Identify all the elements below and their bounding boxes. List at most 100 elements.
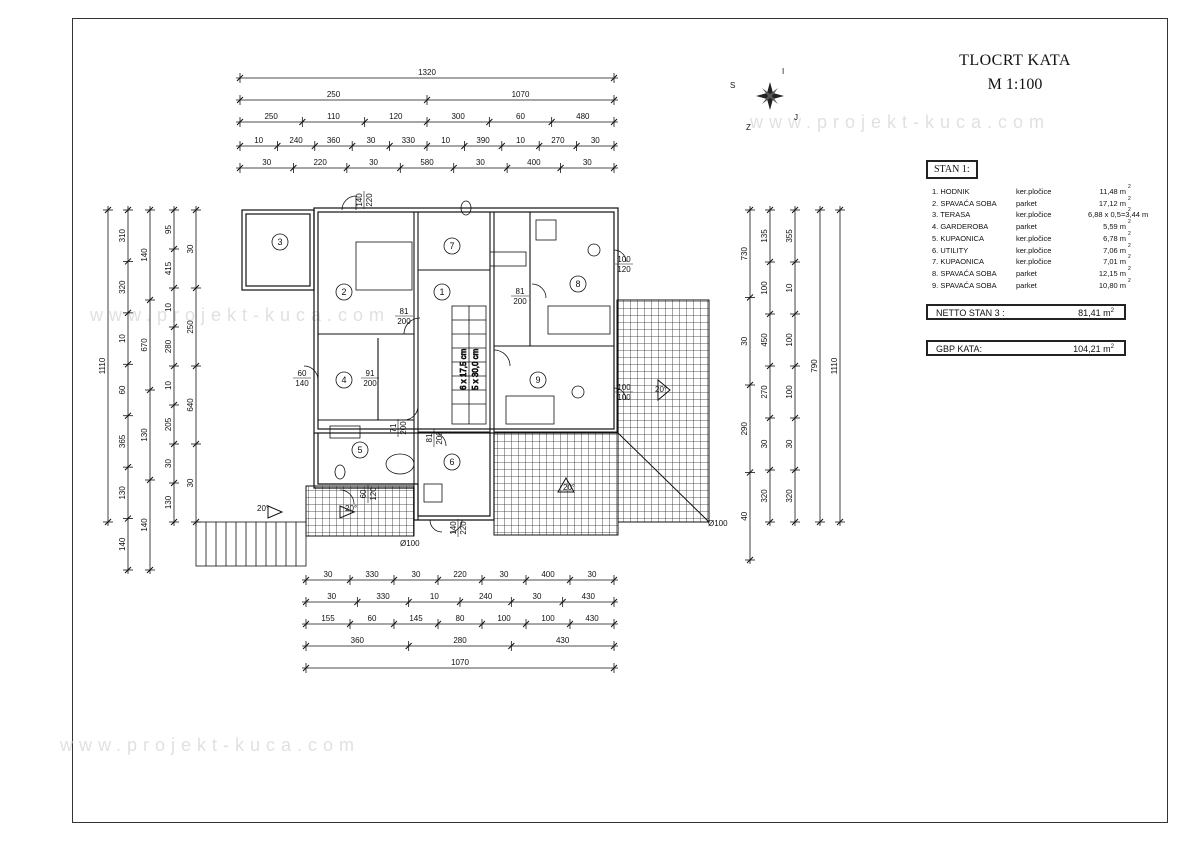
left-dimension-chain: 1110 bbox=[98, 206, 113, 526]
dimension-label: 400 bbox=[541, 570, 555, 579]
room-area-unit: 2 bbox=[1128, 219, 1131, 226]
door-height: 220 bbox=[365, 193, 374, 207]
room-area: 11,48 m bbox=[1099, 187, 1126, 196]
dimension-label: 10 bbox=[254, 136, 263, 145]
dimension-label: 95 bbox=[164, 225, 173, 234]
door-height: 200 bbox=[397, 317, 411, 326]
dimension-label: 30 bbox=[369, 158, 378, 167]
room-area: 6,78 m bbox=[1103, 233, 1126, 243]
dimension-label: 320 bbox=[785, 489, 794, 503]
room-area-unit: 2 bbox=[1128, 184, 1131, 190]
bathtub-icon bbox=[385, 453, 415, 475]
door-height: 200 bbox=[435, 431, 444, 445]
dimension-label: 270 bbox=[760, 385, 769, 399]
dimension-label: 1110 bbox=[830, 357, 839, 374]
door-width: 71 bbox=[389, 423, 398, 432]
dimension-label: 140 bbox=[118, 537, 127, 551]
top-dimension-chain: 1320 bbox=[236, 68, 618, 83]
door-width: 140 bbox=[449, 521, 458, 535]
dimension-label: 290 bbox=[740, 422, 749, 436]
room-number: 4 bbox=[341, 375, 346, 385]
dimension-label: 10 bbox=[441, 136, 450, 145]
dimension-label: 270 bbox=[551, 136, 565, 145]
room-number-marker: 5 bbox=[351, 441, 369, 459]
dimension-label: 30 bbox=[533, 592, 542, 601]
room-number-marker: 6 bbox=[443, 453, 461, 471]
right-dimension-chain: 1110 bbox=[830, 206, 845, 526]
room-floor: ker.pločice bbox=[1016, 210, 1052, 220]
roof-tile-area bbox=[493, 431, 619, 536]
room-name: 8. SPAVAĆA SOBA bbox=[932, 268, 997, 278]
right-dimension-chain: 790 bbox=[810, 206, 825, 526]
dimension-label: 30 bbox=[500, 570, 509, 579]
dimension-label: 30 bbox=[583, 158, 592, 167]
room-area-unit: 2 bbox=[1128, 265, 1131, 272]
slope-label: 20° bbox=[655, 385, 667, 394]
interior-walls bbox=[318, 212, 614, 520]
dimension-label: 640 bbox=[186, 398, 195, 412]
room-number: 5 bbox=[357, 445, 362, 455]
staircase: 6 x 17,5 cm 5 x 30,0 cm bbox=[451, 305, 487, 425]
door-height: 200 bbox=[399, 421, 408, 435]
dimension-label: 60 bbox=[516, 112, 525, 121]
room-name: 7. KUPAONICA bbox=[932, 257, 984, 267]
gbp-value: 104,21 m2 bbox=[1073, 344, 1114, 354]
dimension-label: 100 bbox=[760, 281, 769, 295]
dimension-label: 140 bbox=[140, 248, 149, 262]
dimension-label: 360 bbox=[351, 636, 365, 645]
dimension-label: 100 bbox=[497, 614, 511, 623]
dimension-label: 30 bbox=[476, 158, 485, 167]
dimension-label: 100 bbox=[785, 333, 794, 347]
dimension-label: 30 bbox=[366, 136, 375, 145]
shower-icon bbox=[535, 219, 557, 241]
dimension-label: 220 bbox=[453, 570, 467, 579]
drawing-scale: M 1:100 bbox=[987, 76, 1043, 93]
door-height: 220 bbox=[459, 521, 468, 535]
dimension-label: 430 bbox=[556, 636, 570, 645]
dimension-label: 250 bbox=[327, 90, 341, 99]
dimension-label: 30 bbox=[785, 439, 794, 448]
chair-icon bbox=[587, 243, 601, 257]
room-area: 12,15 m bbox=[1098, 268, 1126, 278]
dimension-label: 80 bbox=[456, 614, 465, 623]
compass-rose-icon: S I Z J bbox=[730, 67, 798, 132]
room-number: 1 bbox=[439, 287, 444, 297]
room-area-unit: 2 bbox=[1128, 277, 1131, 284]
dimension-label: 30 bbox=[262, 158, 271, 167]
room-name: 6. UTILITY bbox=[932, 245, 969, 255]
drawing-title: TLOCRT KATA bbox=[959, 52, 1071, 69]
dimension-label: 30 bbox=[324, 570, 333, 579]
dimension-label: 10 bbox=[164, 303, 173, 312]
room-name: 4. GARDEROBA bbox=[932, 222, 989, 232]
room-floor: ker.pločice bbox=[1016, 245, 1052, 255]
door-width: 100 bbox=[617, 255, 631, 264]
dimension-label: 430 bbox=[585, 614, 599, 623]
dimension-label: 730 bbox=[740, 247, 749, 261]
door-width: 81 bbox=[516, 287, 525, 296]
dimension-label: 30 bbox=[186, 244, 195, 253]
toilet-icon bbox=[334, 464, 346, 480]
watermark: www.projekt-kuca.com bbox=[90, 305, 391, 325]
dimension-label: 100 bbox=[541, 614, 555, 623]
dimension-label: 130 bbox=[164, 495, 173, 509]
dimension-label: 365 bbox=[118, 434, 127, 448]
stair-label: 5 x 30,0 cm bbox=[471, 348, 480, 390]
dimension-label: 130 bbox=[140, 428, 149, 442]
room-area: 17,12 m bbox=[1098, 198, 1126, 208]
slope-label: 20° bbox=[563, 483, 575, 492]
room-floor: ker.pločice bbox=[1016, 187, 1052, 196]
room-floor: parket bbox=[1016, 280, 1037, 290]
